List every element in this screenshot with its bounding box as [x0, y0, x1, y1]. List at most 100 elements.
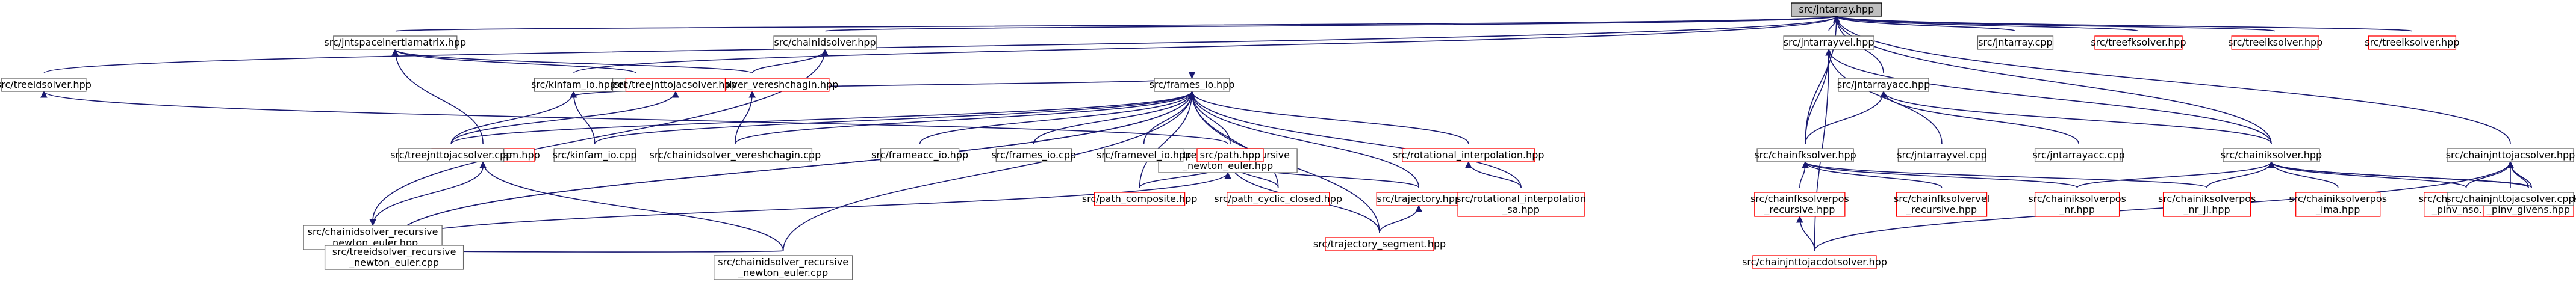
edge-chainfksolver-hpp-to-chainiksolverpos-nr-hpp: [1802, 161, 2078, 188]
node-treeidsolver-rne-cpp[interactable]: src/treeidsolver_recursive_newton_euler.…: [324, 245, 464, 270]
edge-arrowhead: [391, 48, 399, 56]
node-trajectory-segment-hpp[interactable]: src/trajectory_segment.hpp: [1313, 237, 1446, 251]
node-chainidsolver-hpp[interactable]: src/chainidsolver.hpp: [773, 35, 877, 50]
node-jntarray-cpp[interactable]: src/jntarray.cpp: [1977, 35, 2054, 50]
node-box: [995, 148, 1072, 162]
edge-arrowhead: [1825, 48, 1832, 56]
edge-chainfksolver-hpp-to-chainfksolvervel-rec-hpp: [1802, 161, 1943, 188]
node-chainiksolver-hpp[interactable]: src/chainiksolver.hpp: [2221, 148, 2322, 162]
node-chainjnttojacsolver-hpp[interactable]: src/chainjnttojacsolver.hpp: [2446, 148, 2575, 162]
node-treejnttojacsolver-cpp[interactable]: src/treejnttojacsolver.cpp: [390, 148, 512, 162]
node-label: _sa.hpp: [1502, 204, 1540, 216]
edge-line: [573, 91, 596, 144]
edge-frames-io-hpp-to-rotational-interpolation-sa-hpp: [1188, 90, 1522, 188]
edge-line: [1143, 91, 1193, 144]
node-treeiksolver-hpp[interactable]: src/treeiksolver.hpp: [2228, 35, 2322, 50]
node-chainiksolverpos-lma-hpp[interactable]: src/chainiksolverpos_lma.hpp: [2289, 192, 2387, 217]
node-label: _newton_euler.cpp: [738, 267, 828, 279]
edge-arrowhead: [1880, 90, 1887, 98]
edge-treeidsolver-rne-hpp-to-treeidsolver-rne-cpp: [393, 171, 1231, 241]
node-label: src/frames_io.cpp: [991, 149, 1076, 161]
node-label: src/chainjnttojacsolver.cpp: [2446, 193, 2574, 204]
edge-arrowhead: [821, 48, 829, 56]
node-jntarrayacc-cpp[interactable]: src/jntarrayacc.cpp: [2033, 148, 2125, 162]
edge-line: [1191, 91, 1231, 144]
node-label: _pinv_givens.hpp: [2486, 204, 2570, 216]
edge-line: [1139, 91, 1193, 188]
edge-rotational-interpolation-hpp-to-rotational-interpolation-sa-hpp: [1464, 161, 1522, 188]
node-path-composite-hpp[interactable]: src/path_composite.hpp: [1082, 192, 1198, 206]
edge-jntspaceinertiamatrix-hpp-to-chainidsolver-vereshchagin-hpp: [391, 48, 753, 74]
edge-line: [1805, 49, 1829, 144]
node-box: [2368, 35, 2457, 50]
node-label: src/chainiksolverpos: [2158, 193, 2256, 204]
node-label: src/treefksolver.hpp: [2091, 37, 2186, 48]
node-label: src/trajectory.hpp: [1377, 193, 1461, 204]
node-rotational-interpolation-sa-hpp[interactable]: src/rotational_interpolation_sa.hpp: [1456, 192, 1586, 217]
edge-line: [372, 166, 484, 226]
node-chainidsolver-rne-cpp[interactable]: src/chainidsolver_recursive_newton_euler…: [714, 255, 853, 280]
node-label: src/jntarray.hpp: [1799, 4, 1874, 15]
node-path-cyclic-closed-hpp[interactable]: src/path_cyclic_closed.hpp: [1214, 192, 1342, 206]
edge-line: [2271, 161, 2532, 188]
edge-line: [735, 91, 1193, 144]
node-jntarrayvel-cpp[interactable]: src/jntarrayvel.cpp: [1897, 148, 1987, 162]
node-box: [1457, 192, 1585, 217]
edge-jntarray-hpp-to-treeidsolver-hpp: [43, 15, 1840, 74]
node-label: src/chainidsolver_vereshchagin.cpp: [650, 149, 821, 161]
node-frameacc-io-hpp[interactable]: src/frameacc_io.hpp: [871, 148, 968, 162]
node-jntspaceinertiamatrix-hpp[interactable]: src/jntspaceinertiamatrix.hpp: [324, 35, 466, 50]
node-box: [1154, 78, 1230, 92]
edge-line: [1191, 91, 1522, 188]
node-jntarrayvel-hpp[interactable]: src/jntarrayvel.hpp: [1783, 35, 1874, 50]
node-rotational-interpolation-hpp[interactable]: src/rotational_interpolation.hpp: [1393, 148, 1545, 162]
node-box: [1752, 255, 1877, 269]
edge-line: [394, 49, 484, 144]
node-chainjnttojacdotsolver-hpp[interactable]: src/chainjnttojacdotsolver.hpp: [1742, 255, 1887, 269]
node-frames-io-cpp[interactable]: src/frames_io.cpp: [991, 148, 1076, 162]
node-frames-io-hpp[interactable]: src/frames_io.hpp: [1149, 78, 1235, 92]
edge-line: [1805, 161, 2078, 188]
node-chainiksolverpos-nr-hpp[interactable]: src/chainiksolverpos_nr.hpp: [2028, 192, 2126, 217]
edge-trajectory-hpp-to-trajectory-segment-hpp: [1379, 204, 1423, 233]
edge-chainiksolver-hpp-to-chainiksolverpos-nr-jl-hpp: [2206, 161, 2275, 188]
node-framevel-io-hpp[interactable]: src/framevel_io.hpp: [1097, 148, 1191, 162]
node-treejnttojacsolver-hpp[interactable]: src/treejnttojacsolver.hpp: [614, 78, 737, 92]
edge-arrowhead: [1464, 161, 1472, 168]
node-label: src/kinfam_io.cpp: [553, 149, 637, 161]
node-label: src/treeiksolver.hpp: [2365, 37, 2459, 48]
node-box: [880, 148, 960, 162]
node-chainfksolver-hpp[interactable]: src/chainfksolver.hpp: [1754, 148, 1856, 162]
node-treeidsolver-hpp[interactable]: src/treeidsolver.hpp: [0, 78, 92, 92]
node-chainiksolverpos-nr-jl-hpp[interactable]: src/chainiksolverpos_nr_jl.hpp: [2158, 192, 2256, 217]
node-treefksolver-hpp[interactable]: src/treefksolver.hpp: [2091, 35, 2186, 50]
node-chainidsolver-vereshchagin-cpp[interactable]: src/chainidsolver_vereshchagin.cpp: [650, 148, 821, 162]
edge-line: [573, 16, 1837, 74]
edge-line: [1814, 161, 2511, 251]
node-treeiksolver2-hpp[interactable]: src/treeiksolver.hpp: [2365, 35, 2459, 50]
edge-line: [1836, 16, 2016, 32]
edge-frames-io-hpp-to-frameacc-io-hpp: [919, 90, 1196, 144]
node-trajectory-hpp[interactable]: src/trajectory.hpp: [1376, 192, 1461, 206]
node-label: src/jntarrayvel.cpp: [1897, 149, 1987, 161]
node-kinfam-io-hpp[interactable]: src/kinfam_io.hpp: [531, 78, 616, 92]
edge-jntarray-hpp-to-chainfksolver-hpp: [1805, 15, 1840, 144]
node-path-hpp[interactable]: src/path.hpp: [1196, 148, 1264, 162]
node-box: [1791, 2, 1882, 17]
edge-chainiksolver-hpp-to-chainiksolvervel-pinv-givens-hpp: [2268, 161, 2529, 188]
edge-line: [735, 91, 753, 144]
node-chainjnttojacsolver-cpp[interactable]: src/chainjnttojacsolver.cpp: [2446, 192, 2575, 206]
node-jntarrayacc-hpp[interactable]: src/jntarrayacc.hpp: [1837, 78, 1930, 92]
node-chainfksolverpos-rec-hpp[interactable]: src/chainfksolverpos_recursive.hpp: [1750, 192, 1849, 217]
node-label: src/jntarrayvel.hpp: [1784, 37, 1874, 48]
node-box: [1402, 148, 1535, 162]
edge-chainidsolver-hpp-to-chainidsolver-vereshchagin-hpp: [751, 48, 829, 74]
node-chainfksolvervel-rec-hpp[interactable]: src/chainfksolvervel_recursive.hpp: [1894, 192, 1990, 217]
node-label: _nr_jl.hpp: [2183, 204, 2230, 216]
node-box: [1754, 192, 1846, 217]
node-box: [398, 148, 505, 162]
edge-arrowhead: [748, 90, 756, 98]
node-kinfam-io-cpp[interactable]: src/kinfam_io.cpp: [553, 148, 637, 162]
node-label: src/chainiksolverpos: [2289, 193, 2387, 204]
node-label: src/jntarray.cpp: [1978, 37, 2052, 48]
